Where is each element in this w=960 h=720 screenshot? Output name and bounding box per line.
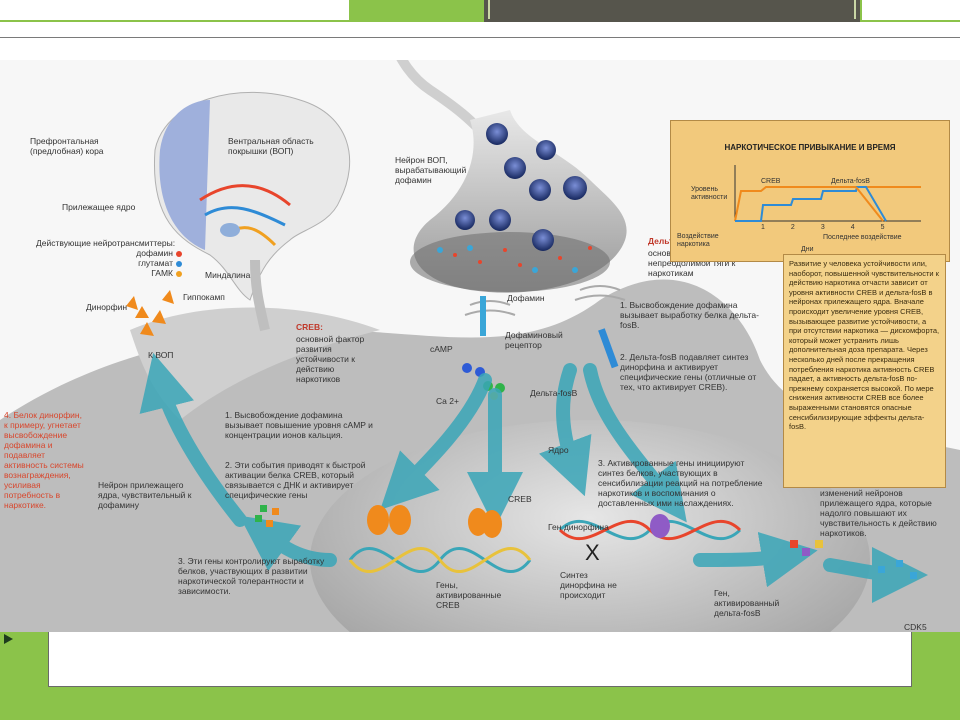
arrow-to-dyn [538, 363, 592, 497]
label-cdk5: CDK5 [904, 622, 927, 632]
nucleus-sphere [310, 420, 870, 632]
label-prefrontal: Префронтальная (предлобная) кора [30, 136, 104, 156]
label-delta-fosb-receptor: Дельта-fosB [530, 388, 578, 398]
label-ca: Ca 2+ [436, 396, 459, 406]
panel-ticks: 1 2 3 4 5 [761, 223, 901, 233]
diagram-canvas: Префронтальная (предлобная) кора Вентрал… [0, 60, 960, 632]
label-dynorphin: Динорфин [86, 302, 128, 312]
time-panel: НАРКОТИЧЕСКОЕ ПРИВЫКАНИЕ И ВРЕМЯ Уровень… [670, 120, 950, 262]
time-chart [734, 165, 921, 222]
label-neurotransmitters: Действующие нейротрансмиттеры: [36, 238, 176, 248]
label-creb-protein: CREB [508, 494, 532, 504]
label-no-synthesis: Синтез динорфина не происходит [560, 570, 617, 600]
explanation-box: Развитие у человека устойчивости или, на… [783, 254, 946, 488]
legend-glutamate-swatch [176, 260, 182, 267]
tick-2: 2 [790, 224, 795, 231]
bullet-arrow-icon [4, 634, 13, 644]
neurotransmitter-legend: дофамин глутамат ГАМК [82, 248, 182, 278]
label-dopamine-receptor: Дофаминовый рецептор [505, 330, 563, 350]
arrow-to-creb [380, 373, 492, 510]
arrow-to-vta [139, 352, 247, 527]
x-mark: X [585, 540, 600, 565]
creb-subtitle: основной фактор развития устойчивости к … [296, 334, 365, 384]
panel-exposure: Воздействие наркотика [677, 233, 719, 248]
tick-5: 5 [880, 224, 885, 231]
creb-line [734, 186, 921, 222]
arrow-cdk5 [823, 546, 928, 603]
arrow-creb-out [239, 515, 337, 572]
step-dynorphin-4: 4. Белок динорфин, к примеру, угнетает в… [4, 410, 84, 510]
bottom-accent-bar [0, 632, 960, 720]
top-dark-tab [484, 0, 860, 22]
brain-illustration [153, 91, 351, 332]
panel-creb-label: CREB [761, 178, 781, 185]
creb-step-2: 2. Эти события приводят к быстрой актива… [225, 460, 366, 500]
delta-step-2: 2. Дельта-fosB подавляет синтез динорфин… [620, 352, 757, 392]
label-to-vta: К ВОП [148, 350, 174, 360]
label-hippocampus: Гиппокамп [183, 292, 225, 302]
panel-ylabel: Уровень активности [691, 186, 728, 201]
label-activated-gene: Ген, активированный дельта-fosB [714, 588, 780, 618]
legend-dopamine-swatch [176, 250, 182, 257]
top-white-tab-right [862, 0, 960, 20]
label-nucleus-accumbens: Прилежащее ядро [62, 202, 136, 212]
tick-1: 1 [761, 224, 765, 231]
legend-gaba: ГАМК [82, 268, 182, 278]
arrow-delta-out [693, 531, 818, 588]
label-amygdala: Миндалина [205, 270, 251, 280]
creb-step-3: 3. Эти гены контролируют выработку белко… [178, 556, 325, 596]
delta-step-3: 3. Активированные гены инициируют синтез… [598, 458, 763, 508]
panel-delta-label: Дельта-fosB [831, 178, 870, 185]
label-accumbens-neuron: Нейрон прилежащего ядра, чувствительный … [98, 480, 192, 510]
label-nucleus: Ядро [548, 445, 569, 455]
top-accent-bar [0, 0, 960, 22]
legend-dopamine: дофамин [82, 248, 182, 258]
creb-step-1: 1. Высвобождение дофамина вызывает повыш… [225, 410, 373, 440]
panel-title: НАРКОТИЧЕСКОЕ ПРИВЫКАНИЕ И ВРЕМЯ [724, 143, 896, 152]
delta-line [735, 186, 887, 222]
label-vta-neuron: Нейрон ВОП, вырабатывающий дофамин [395, 155, 467, 185]
label-creb-genes: Гены, активированные CREB [436, 580, 502, 610]
panel-last-exposure: Последнее воздействие [823, 234, 902, 241]
legend-glutamate: глутамат [82, 258, 182, 268]
top-white-tab-left [0, 0, 349, 20]
label-camp: cAMP [430, 344, 453, 354]
bottom-white-panel [48, 632, 912, 687]
creb-title: CREB: [296, 322, 323, 332]
delta-step-1: 1. Высвобождение дофамина вызывает выраб… [620, 300, 759, 330]
label-dopamine: Дофамин [507, 293, 545, 303]
vesicles [455, 123, 587, 251]
label-dynorphin-gene: Ген динорфина [548, 522, 609, 532]
arrow-to-delta [583, 363, 687, 523]
tick-4: 4 [850, 224, 855, 231]
panel-days: Дни [801, 246, 814, 253]
legend-gaba-swatch [176, 270, 182, 277]
tick-3: 3 [820, 224, 825, 231]
header-divider [0, 37, 960, 38]
label-vta: Вентральная область покрышки (ВОП) [228, 136, 314, 156]
